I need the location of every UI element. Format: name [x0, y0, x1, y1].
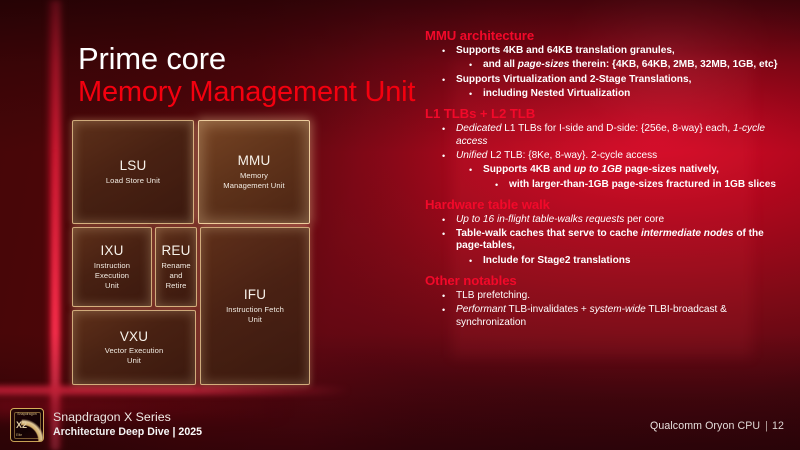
footer-product-label: Qualcomm Oryon CPU	[650, 420, 761, 432]
bullet-item: with larger-than-1GB page-sizes fracture…	[425, 179, 783, 191]
block-abbr: MMU	[237, 153, 271, 169]
block-abbr: IXU	[100, 243, 124, 259]
bullet-list: Up to 16 in-flight table-walks requests …	[425, 214, 783, 267]
title-line-primary: Prime core	[78, 41, 226, 76]
bullet-item: Table-walk caches that serve to cache in…	[425, 228, 783, 253]
diagram-block-vxu[interactable]: VXU Vector Execution Unit	[72, 310, 196, 385]
footer-deck-name: Architecture Deep Dive | 2025	[53, 426, 202, 439]
footer-attribution: Qualcomm Oryon CPU |12	[650, 420, 784, 432]
footer-text-block: Snapdragon X Series Architecture Deep Di…	[53, 410, 202, 439]
diagram-block-ifu[interactable]: IFU Instruction Fetch Unit	[200, 227, 310, 385]
bullet-item: Supports Virtualization and 2-Stage Tran…	[425, 74, 783, 86]
block-abbr: REU	[161, 243, 191, 259]
bullet-item: Supports 4KB and up to 1GB page-sizes na…	[425, 164, 783, 176]
footer-series-name: Snapdragon X Series	[53, 410, 171, 425]
block-full-name: Instruction Execution Unit	[93, 260, 131, 290]
bullet-item: Unified L2 TLB: {8Ke, 8-way}. 2-cycle ac…	[425, 150, 783, 162]
bullet-list: Supports 4KB and 64KB translation granul…	[425, 45, 783, 100]
footer-separator: |	[765, 420, 769, 432]
block-full-name: Vector Execution Unit	[104, 346, 164, 366]
bullet-item: TLB prefetching.	[425, 290, 783, 302]
bullet-item: Dedicated L1 TLBs for I-side and D-side:…	[425, 123, 783, 148]
footer-branding: Snapdragon X2 Elite Snapdragon X Series …	[10, 408, 202, 442]
diagram-block-lsu[interactable]: LSU Load Store Unit	[72, 120, 194, 224]
bullet-item: Up to 16 in-flight table-walks requests …	[425, 214, 783, 226]
page-number: 12	[772, 420, 784, 432]
title-line-subtitle: Memory Management Unit	[78, 76, 416, 109]
block-abbr: LSU	[119, 158, 147, 174]
diagram-block-mmu[interactable]: MMU Memory Management Unit	[198, 120, 310, 224]
logo-top-text: Snapdragon	[17, 412, 37, 417]
bullet-item: Performant TLB-invalidates + system-wide…	[425, 304, 783, 329]
block-full-name: Memory Management Unit	[223, 170, 285, 190]
page-title: Prime core Memory Management Unit	[78, 42, 415, 110]
diagram-block-ixu[interactable]: IXU Instruction Execution Unit	[72, 227, 152, 307]
bullet-item: and all page-sizes therein: {4KB, 64KB, …	[425, 59, 783, 71]
bullet-list: Dedicated L1 TLBs for I-side and D-side:…	[425, 123, 783, 191]
bullet-item: Include for Stage2 translations	[425, 255, 783, 267]
bullet-item: including Nested Virtualization	[425, 88, 783, 100]
section-heading: Other notables	[425, 273, 517, 289]
block-full-name: Load Store Unit	[105, 175, 161, 185]
bullet-list: TLB prefetching. Performant TLB-invalidat…	[425, 290, 783, 329]
section-heading: L1 TLBs + L2 TLB	[425, 106, 536, 122]
block-full-name: Instruction Fetch Unit	[226, 304, 284, 324]
block-full-name: Rename and Retire	[161, 260, 191, 290]
snapdragon-chip-logo-icon: Snapdragon X2 Elite	[10, 408, 44, 442]
logo-bottom-text: Elite	[16, 433, 23, 437]
block-abbr: IFU	[243, 287, 267, 303]
logo-mark-text: X2	[16, 420, 28, 430]
content-column: MMU architectureSupports 4KB and 64KB tr…	[425, 28, 783, 329]
block-abbr: VXU	[119, 328, 149, 344]
prime-core-block-diagram: LSU Load Store Unit MMU Memory Managemen…	[72, 120, 310, 385]
section-heading: MMU architecture	[425, 28, 535, 43]
diagram-block-reu[interactable]: REU Rename and Retire	[155, 227, 197, 307]
bullet-item: Supports 4KB and 64KB translation granul…	[425, 45, 783, 57]
section-heading: Hardware table walk	[425, 196, 550, 212]
